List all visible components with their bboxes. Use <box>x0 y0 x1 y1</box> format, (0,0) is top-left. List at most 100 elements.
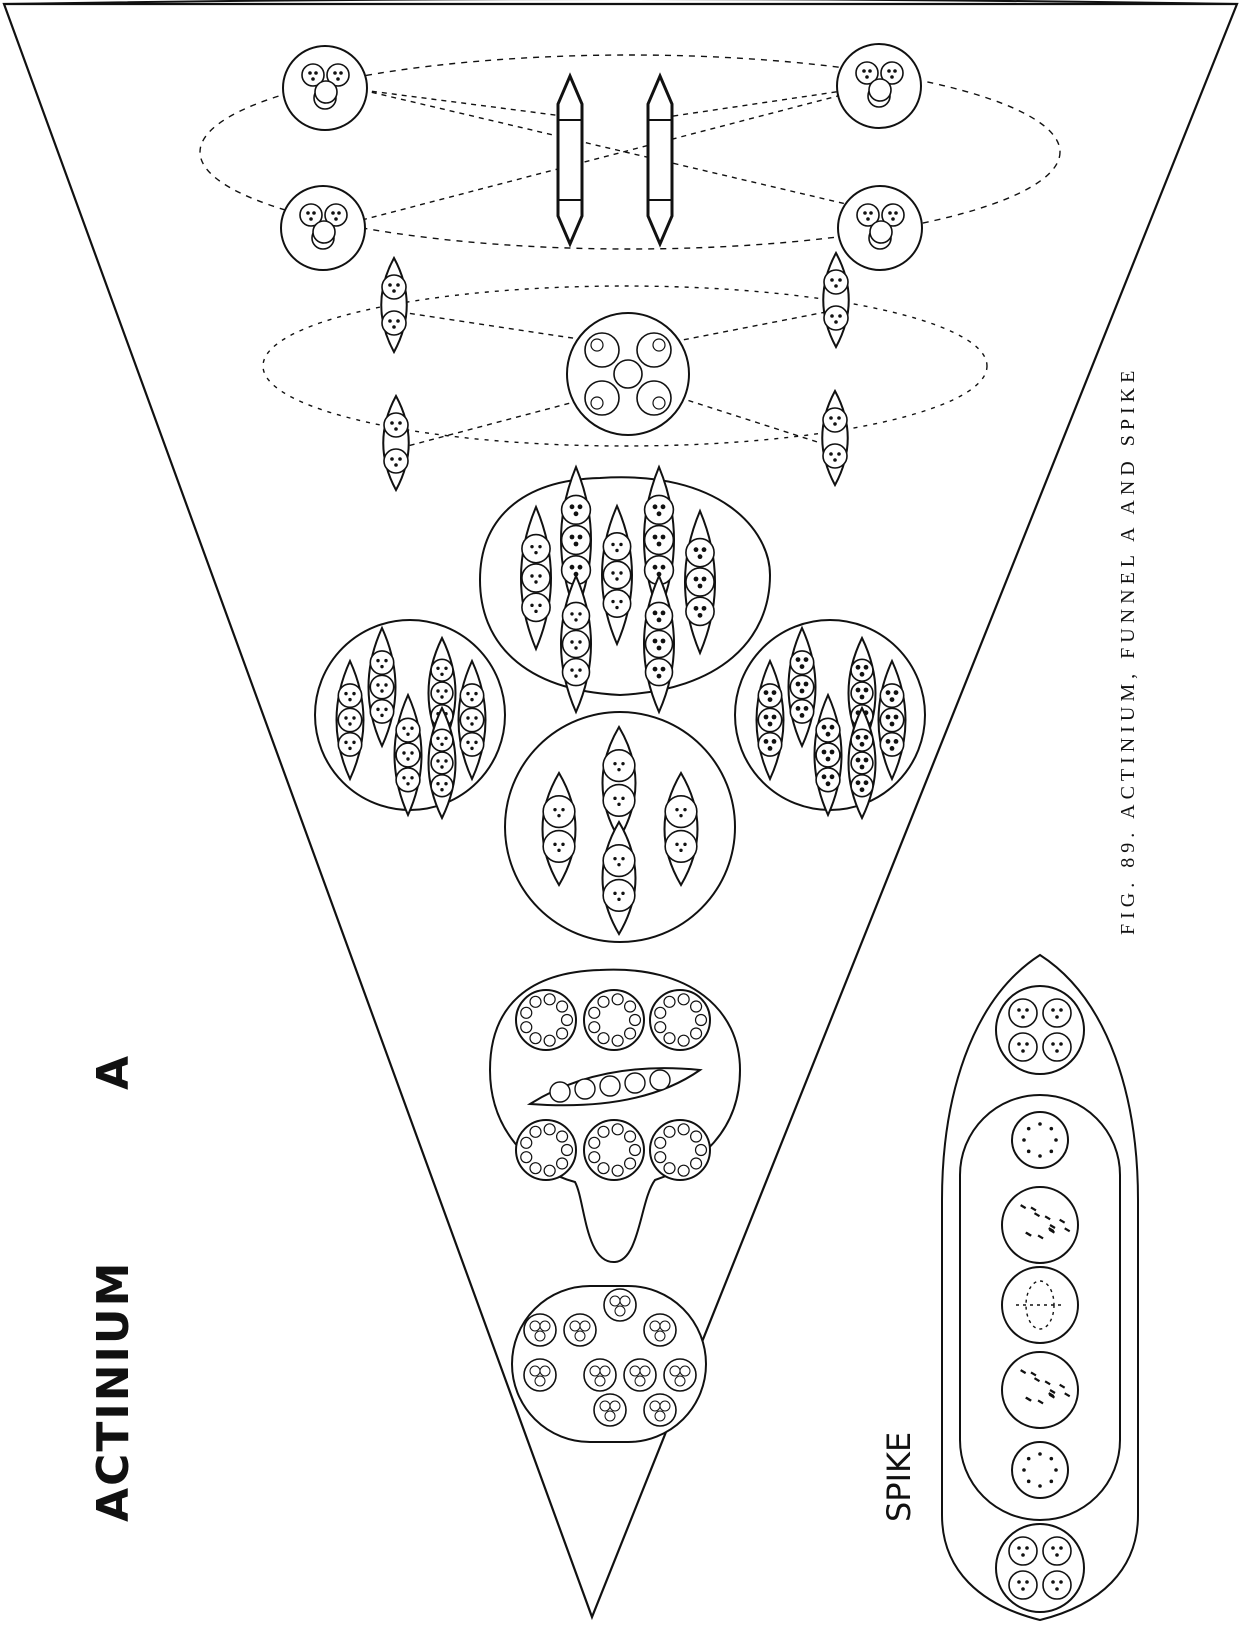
ring-bead <box>520 1136 533 1149</box>
spindle-outline <box>556 72 584 248</box>
funnel-bodies <box>280 43 926 1443</box>
dot <box>660 610 666 616</box>
nucleus <box>634 1375 646 1387</box>
bead-sphere <box>574 1078 596 1100</box>
sub-sphere <box>815 742 841 768</box>
dot <box>838 314 842 318</box>
ring-bead <box>677 1034 690 1047</box>
ring-bead <box>543 1034 556 1047</box>
dot <box>1054 1468 1058 1472</box>
ring-bead <box>623 1027 637 1040</box>
chromatin-strand <box>1048 1392 1055 1398</box>
sub-sphere <box>789 698 815 724</box>
ring-sphere <box>649 1119 711 1181</box>
quad-center-body <box>566 312 690 436</box>
quad-sphere <box>1008 1570 1038 1600</box>
sub-sphere <box>584 332 620 368</box>
figure-caption: FIG. 89. ACTINIUM, FUNNEL A AND SPIKE <box>1117 365 1139 935</box>
dot <box>402 726 406 730</box>
sub-sphere <box>602 878 636 912</box>
dot <box>530 544 534 549</box>
dot <box>440 742 444 746</box>
dot <box>771 714 777 720</box>
division-sphere <box>1001 1186 1079 1264</box>
spindle-body <box>646 72 674 248</box>
dot <box>834 284 838 288</box>
sub-sphere <box>869 220 893 244</box>
sub-sphere <box>430 658 454 682</box>
sub-sphere <box>337 683 363 709</box>
dot <box>863 757 869 763</box>
dot <box>384 658 388 663</box>
lens-shell <box>822 250 850 350</box>
sub-sphere <box>823 305 849 331</box>
stacked-lens <box>787 625 817 749</box>
dot <box>859 694 865 700</box>
dot <box>660 638 666 644</box>
stacked-lens <box>847 705 877 821</box>
sub-sphere <box>602 560 632 590</box>
dot <box>308 71 312 75</box>
dot <box>390 421 394 425</box>
spike-body <box>941 953 1139 1622</box>
dot <box>660 534 666 540</box>
element-title: ACTINIUM <box>88 1260 139 1522</box>
dot <box>1055 1587 1059 1591</box>
dot <box>348 722 352 726</box>
dot <box>821 749 827 755</box>
nucleus <box>649 1320 661 1332</box>
dot <box>693 547 699 553</box>
dot <box>660 666 666 672</box>
six-lens-body <box>314 619 506 821</box>
dot <box>656 617 662 623</box>
spike-label: SPIKE <box>880 1431 918 1522</box>
ring-bead <box>588 1136 601 1149</box>
chromatin-strand <box>1044 1215 1051 1221</box>
dot <box>384 707 388 712</box>
sub-sphere <box>369 698 395 724</box>
dot <box>825 781 831 787</box>
dot <box>577 564 583 570</box>
dot <box>344 691 348 696</box>
chromatin-strand <box>1030 1371 1037 1377</box>
dot <box>611 571 615 575</box>
chromatin-strand <box>1044 1380 1051 1386</box>
dot <box>869 211 873 215</box>
ring-shell <box>995 985 1085 1075</box>
quad-ring-sphere <box>995 1523 1085 1613</box>
sub-sphere <box>685 537 715 568</box>
ring-bead <box>663 995 676 1008</box>
dot <box>619 571 623 575</box>
dot <box>470 722 474 726</box>
dot <box>656 511 662 517</box>
chromatin-strand <box>1020 1369 1027 1375</box>
sub-sphere <box>337 731 363 757</box>
sub-sphere <box>326 63 350 87</box>
division-shell <box>1011 1111 1069 1169</box>
dot <box>538 574 542 578</box>
dot <box>621 796 625 801</box>
nucleus <box>590 338 604 352</box>
dot <box>652 610 658 616</box>
dashed-link-line <box>361 89 579 119</box>
sub-sphere <box>395 742 421 768</box>
sub-sphere <box>644 629 674 659</box>
dot <box>466 740 470 745</box>
sub-sphere <box>561 601 591 631</box>
dot <box>701 576 707 582</box>
paired-lens-body <box>382 393 410 493</box>
dot <box>376 658 380 663</box>
dot <box>333 71 337 75</box>
dot <box>394 463 398 467</box>
quad-sphere <box>1042 998 1072 1028</box>
dot <box>561 842 565 847</box>
sub-sphere <box>560 494 592 526</box>
dot <box>799 664 805 670</box>
tri-unit-body <box>282 45 368 131</box>
sub-sphere <box>636 332 672 368</box>
quad-ring-sphere <box>995 985 1085 1075</box>
ring-sphere <box>515 989 577 1051</box>
dot <box>398 421 402 425</box>
dot <box>1049 1479 1054 1484</box>
dot <box>1059 1580 1063 1584</box>
